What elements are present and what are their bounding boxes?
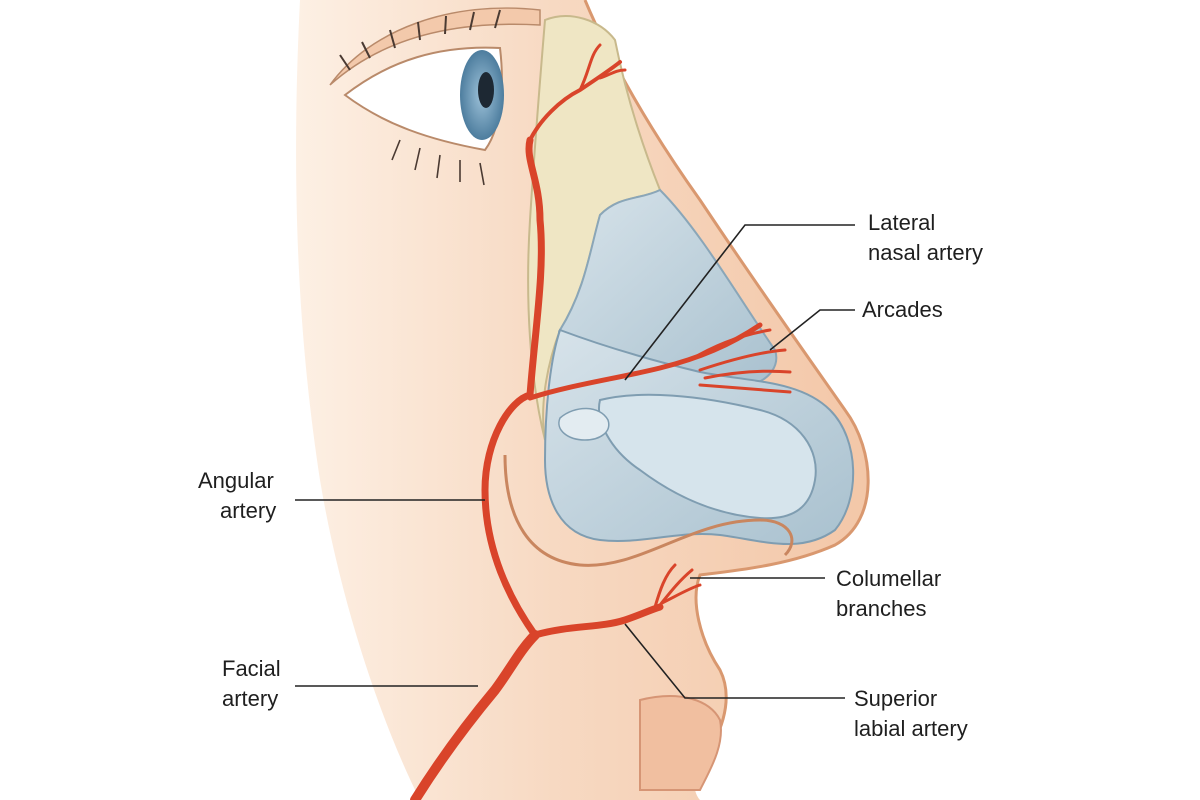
label-angular-line2: artery [220,498,277,523]
label-superior-labial-line2: labial artery [854,716,968,741]
label-superior-labial-artery: Superior labial artery [854,684,968,744]
arcade-4 [698,383,792,394]
label-facial-line2: artery [222,686,279,711]
eyelashes-lower [391,139,485,186]
arcade-1 [688,328,772,362]
nose-outline [583,0,870,762]
angular-artery-vessel [481,136,545,639]
columellar-branch-3 [660,583,702,605]
eyelashes-upper [339,9,501,71]
upper-lip [639,695,722,791]
label-lateral-nasal-line1: Lateral [868,210,936,235]
columellar-branch-1 [653,563,677,609]
arcade-2 [698,348,787,372]
leader-superior-labial [624,623,845,699]
superior-labial-artery-vessel [531,603,664,639]
label-arcades: Arcades [862,295,943,325]
facial-artery-vessel [410,630,540,800]
label-angular-line1: Angular [198,468,274,493]
label-columellar-branches: Columellar branches [836,564,941,624]
leader-lateral-nasal [624,224,855,381]
alar-crease [503,454,794,567]
leader-lines [295,224,855,699]
label-lateral-nasal-artery: Lateral nasal artery [868,208,983,268]
alar-lobule [598,393,817,520]
arcade-3 [703,369,792,380]
label-angular-artery: Angular artery [198,466,276,526]
label-arcades-line1: Arcades [862,297,943,322]
sesamoid-cartilages [558,407,610,441]
label-superior-labial-line1: Superior [854,686,938,711]
label-columellar-line1: Columellar [836,566,942,591]
dorsal-branch-2 [598,68,627,80]
dorsal-branch-1 [578,43,602,92]
leader-arcades [769,309,855,351]
lateral-nasal-artery-vessel [527,322,763,401]
pupil [478,72,494,108]
label-lateral-nasal-line2: nasal artery [868,240,983,265]
label-columellar-line2: branches [836,596,927,621]
upper-eyelid [329,7,541,86]
arteries [410,43,792,800]
label-facial-line1: Facial [222,656,281,681]
label-facial-artery: Facial artery [222,654,281,714]
